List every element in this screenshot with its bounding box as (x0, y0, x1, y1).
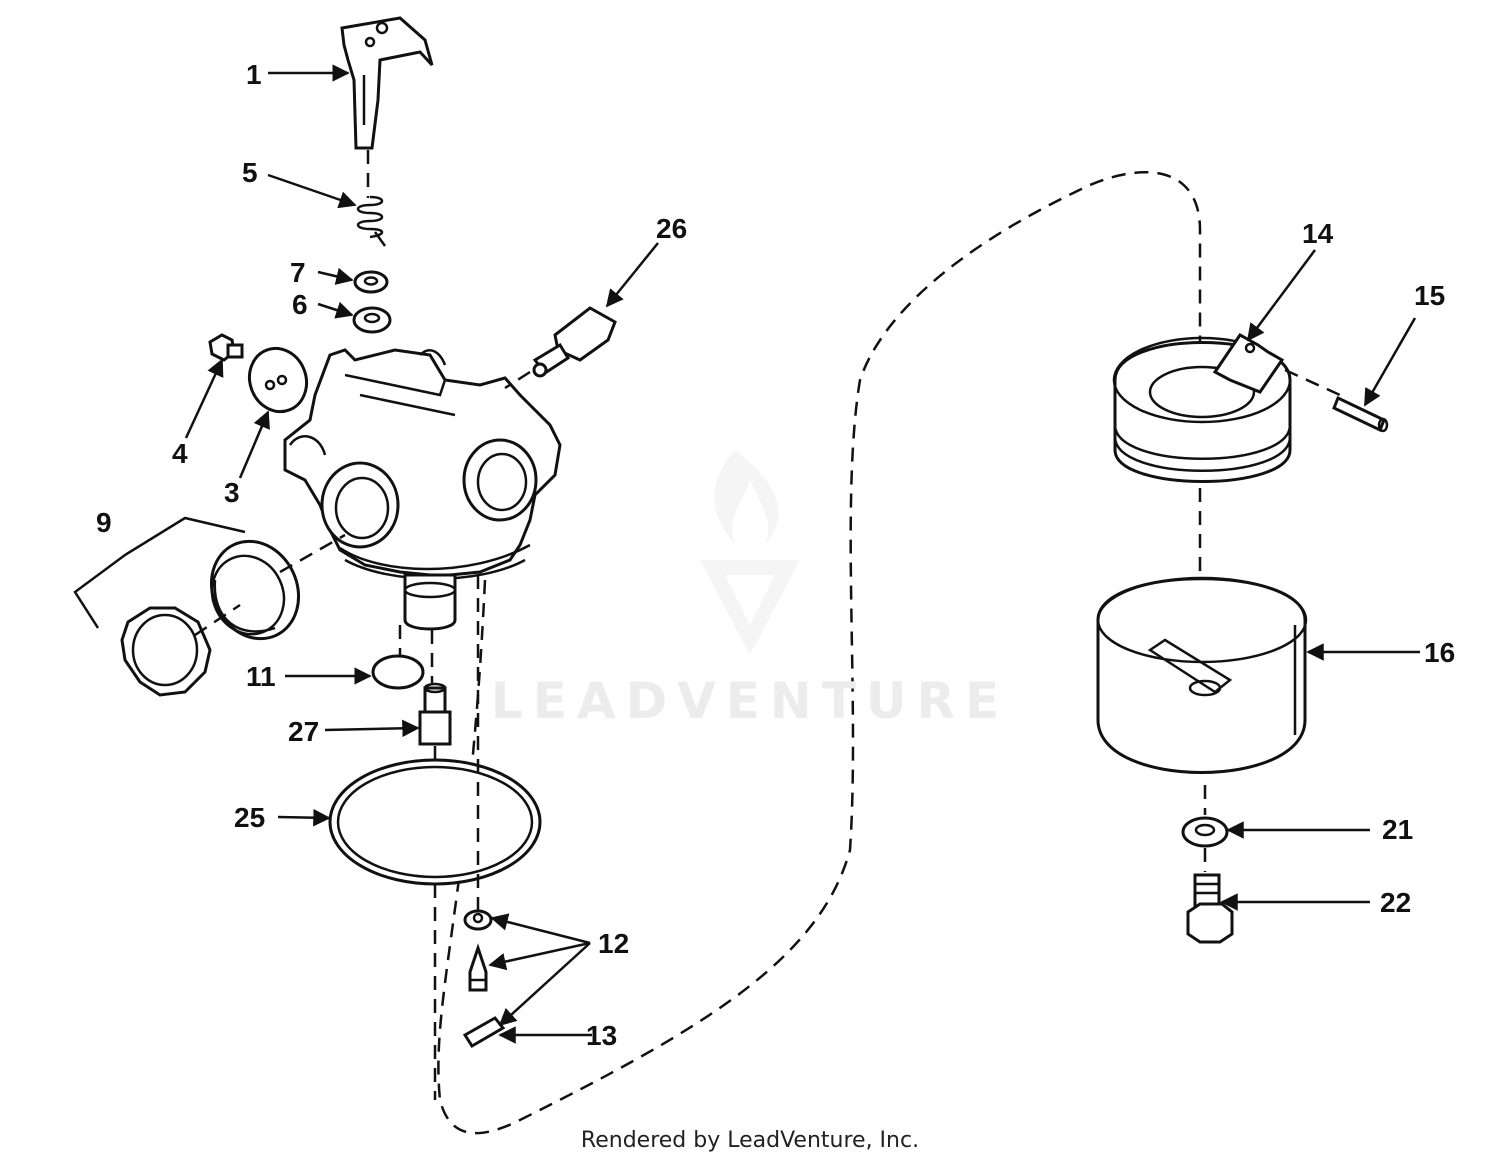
callout-13: 13 (586, 1020, 617, 1051)
part-14-float (1112, 333, 1292, 483)
callout-1: 1 (246, 59, 262, 90)
callout-26: 26 (656, 213, 687, 244)
assembly-path-line (437, 171, 1202, 1135)
callout-16: 16 (1424, 637, 1455, 668)
callout-3: 3 (224, 477, 240, 508)
part-1-throttle-shaft (340, 16, 434, 150)
part-16-float-bowl (1096, 576, 1308, 774)
watermark-logo (700, 450, 800, 655)
part-27-nozzle (418, 682, 452, 746)
carburetor-body (283, 348, 562, 631)
part-5-spring (356, 195, 387, 247)
part-4-screw (208, 333, 244, 362)
callout-11: 11 (246, 661, 276, 692)
callout-22: 22 (1380, 887, 1411, 918)
part-21-washer (1181, 816, 1229, 848)
part-15-float-pin (1332, 395, 1389, 433)
callout-14: 14 (1302, 218, 1334, 249)
callout-4: 4 (172, 438, 188, 469)
part-13-clip (462, 1016, 506, 1049)
part-26-fuel-fitting (532, 306, 617, 378)
callout-27: 27 (288, 716, 319, 747)
watermark-text: LEADVENTURE (490, 672, 1010, 730)
part-12-needle-valve (463, 909, 493, 992)
callout-7: 7 (290, 257, 306, 288)
part-9-retainer (120, 606, 212, 697)
part-3-throttle-plate (248, 346, 308, 414)
callout-25: 25 (234, 802, 265, 833)
part-7-washer (353, 270, 389, 294)
part-6-seal (352, 306, 392, 334)
callout-6: 6 (292, 289, 308, 320)
callout-21: 21 (1382, 814, 1413, 845)
callout-15: 15 (1414, 280, 1445, 311)
leader-lines (184, 64, 1420, 1044)
callout-12: 12 (598, 928, 629, 959)
callout-9: 9 (96, 507, 112, 538)
part-11-disc (371, 654, 425, 690)
part-22-bowl-bolt (1186, 873, 1234, 944)
callout-5: 5 (242, 157, 258, 188)
part-9-primer-bulb (209, 539, 301, 641)
footer-credit: Rendered by LeadVenture, Inc. (580, 1128, 920, 1153)
part-25-gasket-ring (328, 758, 542, 886)
